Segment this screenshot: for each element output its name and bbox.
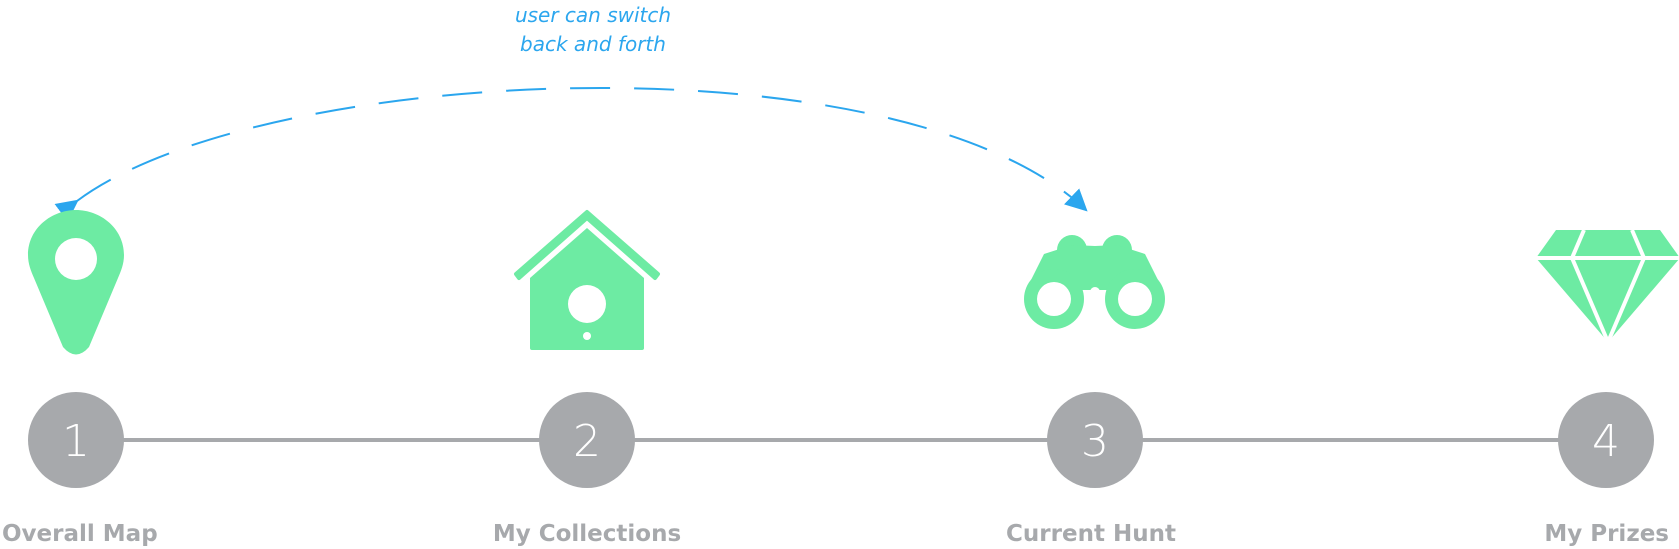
step-node-4: 4: [1558, 392, 1654, 488]
annotation-line-1: user can switch: [515, 3, 671, 27]
step-label-my-collections: My Collections: [493, 521, 681, 547]
birdhouse-icon: [514, 210, 660, 350]
diamond-icon: [1536, 229, 1679, 343]
step-node-2: 2: [539, 392, 635, 488]
step-label-current-hunt: Current Hunt: [1006, 521, 1176, 547]
step-number: 4: [1592, 416, 1620, 467]
annotation-line-2: back and forth: [520, 32, 666, 56]
step-label-my-prizes: My Prizes: [1544, 521, 1669, 547]
step-number: 3: [1081, 416, 1109, 467]
step-label-overall-map: Overall Map: [2, 521, 158, 547]
map-pin-icon: [28, 210, 124, 355]
switch-arrow: [54, 87, 1088, 222]
step-number: 1: [62, 416, 90, 467]
step-node-1: 1: [28, 392, 124, 488]
step-number: 2: [573, 416, 601, 467]
step-node-3: 3: [1047, 392, 1143, 488]
binoculars-icon: [1024, 235, 1165, 329]
